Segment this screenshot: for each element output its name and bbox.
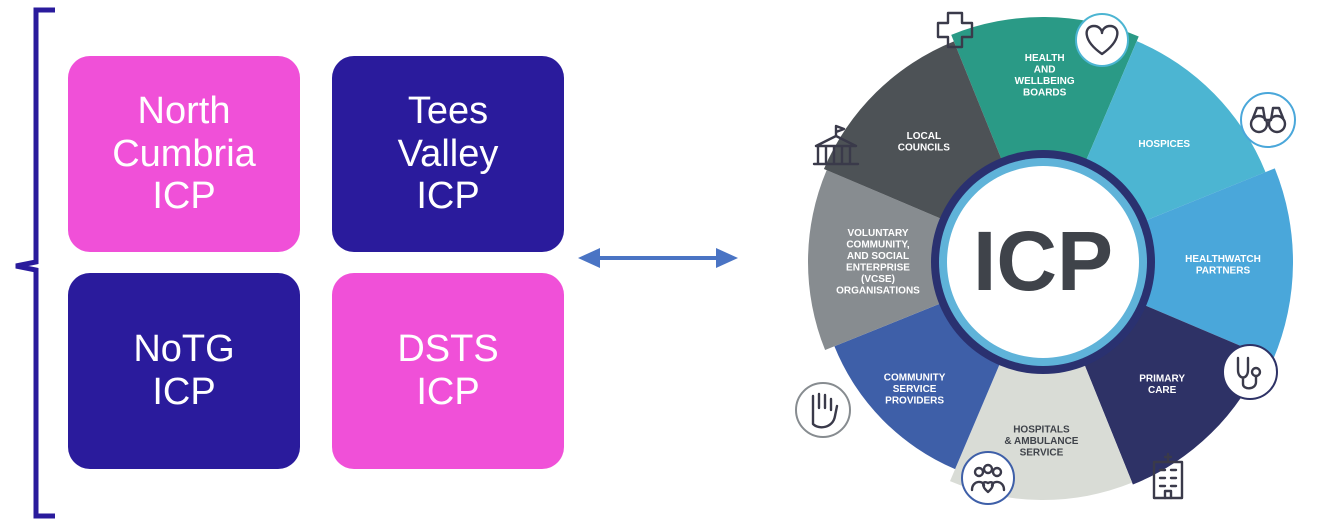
tile-line: NoTG	[133, 328, 235, 371]
tile-line: Tees	[407, 90, 489, 133]
wheel-segment	[1130, 168, 1293, 360]
tile-line: ICP	[416, 371, 480, 413]
community-people-icon	[961, 451, 1015, 505]
double-arrow-connector	[578, 248, 738, 268]
tile-line: ICP	[152, 371, 216, 413]
tile-line: Valley	[397, 132, 499, 175]
center-disc	[947, 166, 1139, 358]
heart-icon	[1075, 13, 1129, 67]
hand-icon	[795, 382, 851, 438]
medical-cross-icon	[936, 11, 974, 49]
tile-line: North	[137, 90, 231, 133]
left-bracket	[15, 7, 55, 519]
wheel-segment	[1080, 41, 1266, 227]
tile-tees-valley-icp: Tees Valley ICP	[332, 56, 564, 252]
wheel-segment	[823, 41, 1008, 225]
tile-line: DSTS	[397, 328, 499, 371]
wheel-segment	[808, 170, 956, 351]
stethoscope-icon	[1222, 344, 1278, 400]
tile-dsts-icp: DSTS ICP	[332, 273, 564, 469]
wheel-segment	[834, 297, 1006, 470]
hospital-building-icon	[1152, 452, 1184, 500]
tile-line: Cumbria	[112, 132, 256, 175]
tile-north-cumbria-icp: North Cumbria ICP	[68, 56, 300, 252]
wheel-segment-label: HOSPICES	[1138, 139, 1190, 150]
council-building-icon	[812, 124, 860, 166]
center-icp-label: ICP	[973, 214, 1113, 308]
binoculars-icon	[1240, 92, 1296, 148]
tile-line: ICP	[152, 175, 216, 218]
tile-notg-icp: NoTG ICP	[68, 273, 300, 469]
wheel-segment	[1078, 299, 1264, 485]
tile-line: ICP	[416, 175, 480, 218]
